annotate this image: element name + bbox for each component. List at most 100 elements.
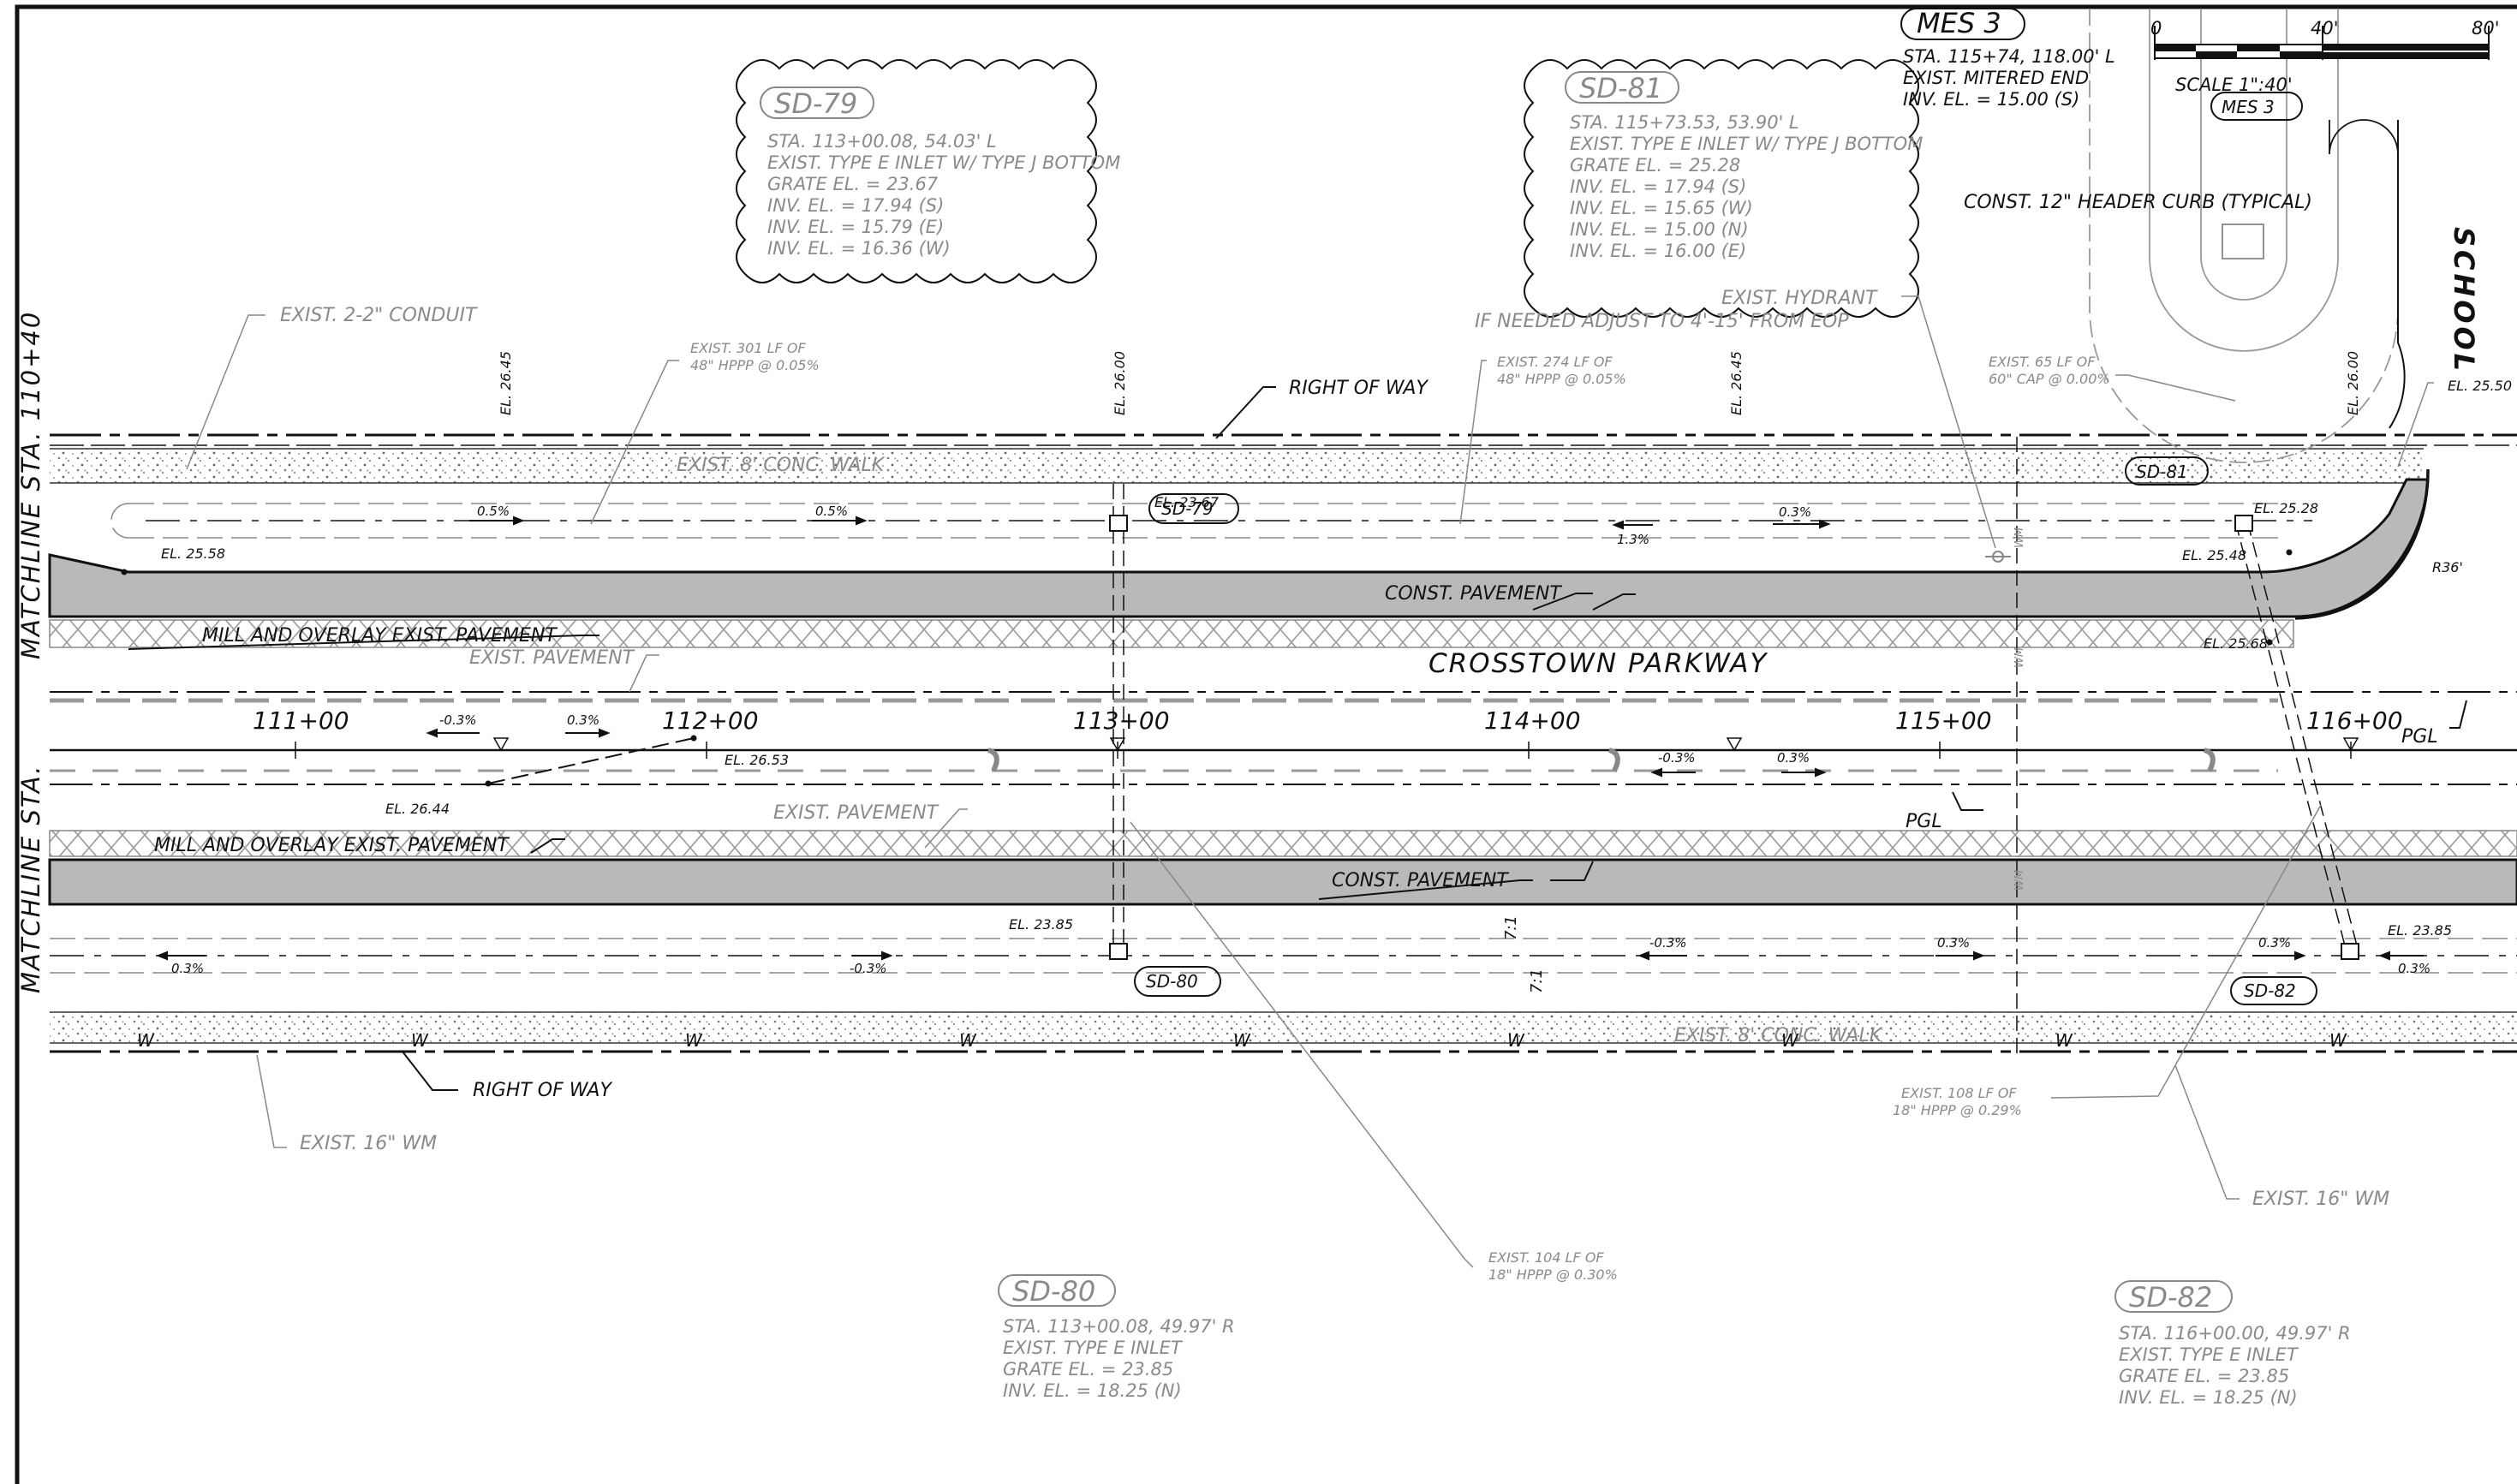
sd81-note-5: INV. EL. = 15.00 (N)	[1570, 219, 1749, 240]
sd79-note-1: EXIST. TYPE E INLET W/ TYPE J BOTTOM	[767, 152, 1120, 173]
sd80-title: SD-80	[1012, 1275, 1095, 1308]
pipe-108-b: 18" HPPP @ 0.29%	[1893, 1102, 2022, 1118]
flow-arrows	[156, 516, 2424, 961]
mes3-tag: MES 3	[2222, 97, 2275, 117]
sd81-note-6: INV. EL. = 16.00 (E)	[1570, 241, 1746, 261]
sd81-note-3: INV. EL. = 17.94 (S)	[1570, 176, 1746, 197]
el-2653: EL. 26.53	[725, 752, 789, 768]
ditch-north	[110, 503, 2278, 539]
sd80-note-2: GRATE EL. = 23.85	[1003, 1359, 1173, 1380]
wm-marker: W	[1507, 1030, 1525, 1051]
pipe-65-b: 60" CAP @ 0.00%	[1989, 371, 2110, 387]
slope-2: 0.5%	[815, 504, 848, 519]
wm-marker: W	[2055, 1030, 2073, 1051]
el-2644: EL. 26.44	[385, 801, 450, 817]
el-2385-b: EL. 23.85	[2388, 922, 2452, 939]
wm-marker: W	[2329, 1030, 2347, 1051]
slope-1: 0.5%	[477, 504, 510, 519]
leader-lines	[186, 295, 2434, 1268]
slope-12: 0.3%	[1937, 935, 1970, 951]
curb-return	[2294, 468, 2430, 620]
el-2568: EL. 25.68	[2204, 635, 2268, 652]
pipe-104-a: EXIST. 104 LF OF	[1488, 1249, 1604, 1266]
sd79-tag: SD-79	[1161, 498, 1214, 519]
lane-arrows	[987, 748, 2216, 772]
r36-label: R36'	[2432, 559, 2463, 575]
mes3-note-1: EXIST. MITERED END	[1903, 68, 2089, 88]
row-label-north: RIGHT OF WAY	[1289, 378, 1428, 399]
sd80-note-0: STA. 113+00.08, 49.97' R	[1003, 1316, 1235, 1337]
pipe-274-a: EXIST. 274 LF OF	[1497, 354, 1613, 370]
scale-tick-40: 40'	[2311, 18, 2339, 39]
sd81-tag: SD-81	[2136, 462, 2188, 482]
pgl-label-center: PGL	[1906, 811, 1942, 832]
storm-pipes	[1112, 437, 2359, 1053]
school-label: SCHOOL	[2448, 227, 2480, 374]
el-2367: EL. 23.67	[1154, 494, 1220, 510]
sd81-note-4: INV. EL. = 15.65 (W)	[1570, 198, 1753, 218]
sd81-note-2: GRATE EL. = 25.28	[1570, 155, 1740, 176]
wm-vertical-label: WM	[2013, 527, 2026, 548]
slope-8: 0.3%	[1777, 750, 1810, 766]
el-points	[121, 549, 2293, 787]
station-115: 115+00	[1895, 706, 1992, 735]
label-ovals	[760, 8, 2317, 1313]
pipe-104-b: 18" HPPP @ 0.30%	[1488, 1266, 1618, 1283]
hydrant-note: IF NEEDED ADJUST TO 4'-15' FROM EOP	[1475, 311, 1849, 332]
wm-vertical-label: WM	[2013, 647, 2026, 668]
mes3-note-2: INV. EL. = 15.00 (S)	[1903, 89, 2079, 110]
sd82-note-0: STA. 116+00.00, 49.97' R	[2119, 1323, 2351, 1344]
wm-marker: W	[959, 1030, 977, 1051]
leader-arrows	[128, 386, 2467, 1091]
mes3-title: MES 3	[1917, 7, 2001, 39]
slope-14: 0.3%	[2398, 961, 2431, 976]
station-112: 112+00	[662, 706, 759, 735]
conduit-label: EXIST. 2-2" CONDUIT	[280, 305, 478, 326]
scale-tick-0: 0	[2150, 18, 2162, 39]
pipe-301-a: EXIST. 301 LF OF	[690, 340, 806, 356]
sd79-note-5: INV. EL. = 16.36 (W)	[767, 238, 951, 259]
el-2600-b: EL. 26.00	[2345, 351, 2361, 415]
pipe-108-a: EXIST. 108 LF OF	[1901, 1085, 2017, 1101]
pipe-274-b: 48" HPPP @ 0.05%	[1497, 371, 1626, 387]
cloud-sd81	[1524, 59, 1919, 318]
walk-north	[50, 449, 2422, 483]
hydrant-icon	[1985, 551, 2011, 563]
sd80-tag: SD-80	[1146, 971, 1198, 992]
walk-south	[50, 1012, 2517, 1043]
slope-5: -0.3%	[439, 712, 477, 728]
slope-4: 0.3%	[1779, 504, 1811, 520]
el-2550: EL. 25.50	[2448, 378, 2512, 394]
sd82-note-2: GRATE EL. = 23.85	[2119, 1366, 2289, 1386]
slope-71-b: 7:1	[1528, 968, 1546, 993]
station-113: 113+00	[1073, 706, 1170, 735]
el-2528: EL. 25.28	[2254, 500, 2318, 516]
slope-11: -0.3%	[1649, 935, 1687, 951]
mes3-note-0: STA. 115+74, 118.00' L	[1903, 46, 2115, 67]
slope-7: -0.3%	[1658, 750, 1696, 766]
matchline-label-station: MATCHLINE STA. 110+40	[16, 311, 45, 659]
sheet-border	[15, 4, 2517, 1484]
slope-6: 0.3%	[567, 712, 599, 728]
walk-south-label: EXIST. 8' CONC. WALK	[1674, 1025, 1883, 1046]
mill-overlay-north-label: MILL AND OVERLAY EXIST. PAVEMENT	[202, 625, 558, 647]
station-111: 111+00	[253, 706, 349, 735]
el-2558: EL. 25.58	[161, 545, 225, 562]
sd82-note-3: INV. EL. = 18.25 (N)	[2119, 1387, 2298, 1408]
station-116: 116+00	[2306, 706, 2403, 735]
mill-overlay-south	[49, 830, 2517, 857]
pgl-label-right: PGL	[2401, 726, 2438, 748]
cloud-sd79	[736, 59, 1097, 283]
survey-triangles	[492, 737, 2359, 752]
sd79-note-2: GRATE EL. = 23.67	[767, 174, 939, 194]
wm-label-right: EXIST. 16" WM	[2252, 1189, 2389, 1210]
sd80-note-3: INV. EL. = 18.25 (N)	[1003, 1380, 1182, 1401]
slope-13: 0.3%	[2258, 935, 2291, 951]
header-curb-label: CONST. 12" HEADER CURB (TYPICAL)	[1964, 192, 2312, 213]
el-2600-a: EL. 26.00	[1112, 351, 1128, 415]
const-pavement-south	[48, 858, 2517, 906]
sd82-tag: SD-82	[2244, 980, 2296, 1001]
sd81-note-1: EXIST. TYPE E INLET W/ TYPE J BOTTOM	[1570, 134, 1923, 154]
el-2548: EL. 25.48	[2182, 547, 2246, 563]
